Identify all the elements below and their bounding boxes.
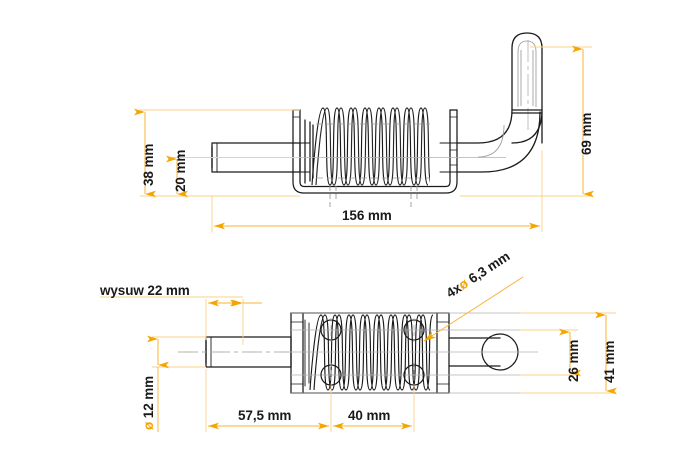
bent-handle-side-view [456,32,543,173]
dim-label-plate-inner-width: 26 mm [566,339,581,382]
dim-label-height-total: 38 mm [141,143,156,186]
hole-note-leader [423,276,524,342]
dim-label-total-length: 156 mm [342,208,392,223]
dim-label-rod-axis-height: 20 mm [173,149,188,192]
diameter-icon: ø [141,421,156,430]
dim-label-rod-diameter: ø 12 mm [141,375,156,430]
bent-handle-hidden-lines [477,40,537,158]
dim-label-travel: wysuw 22 mm [100,283,190,298]
dim-label-rod-diameter-value: 12 mm [141,375,156,419]
dim-label-handle-height: 69 mm [579,112,594,155]
bottom-view-geometry [205,312,519,394]
dim-label-offset-length: 57,5 mm [238,408,292,423]
dim-label-hole-spacing: 40 mm [348,408,391,423]
spring-coils-side-view [311,107,430,186]
spring-coils-plan-view [309,314,433,391]
dim-label-plate-width: 41 mm [602,340,617,383]
mounting-hole-center-marks [330,318,415,387]
top-view-dimensions [134,45,594,232]
bottom-view-center-lines [178,312,538,394]
bottom-view-dimensions [100,296,617,432]
